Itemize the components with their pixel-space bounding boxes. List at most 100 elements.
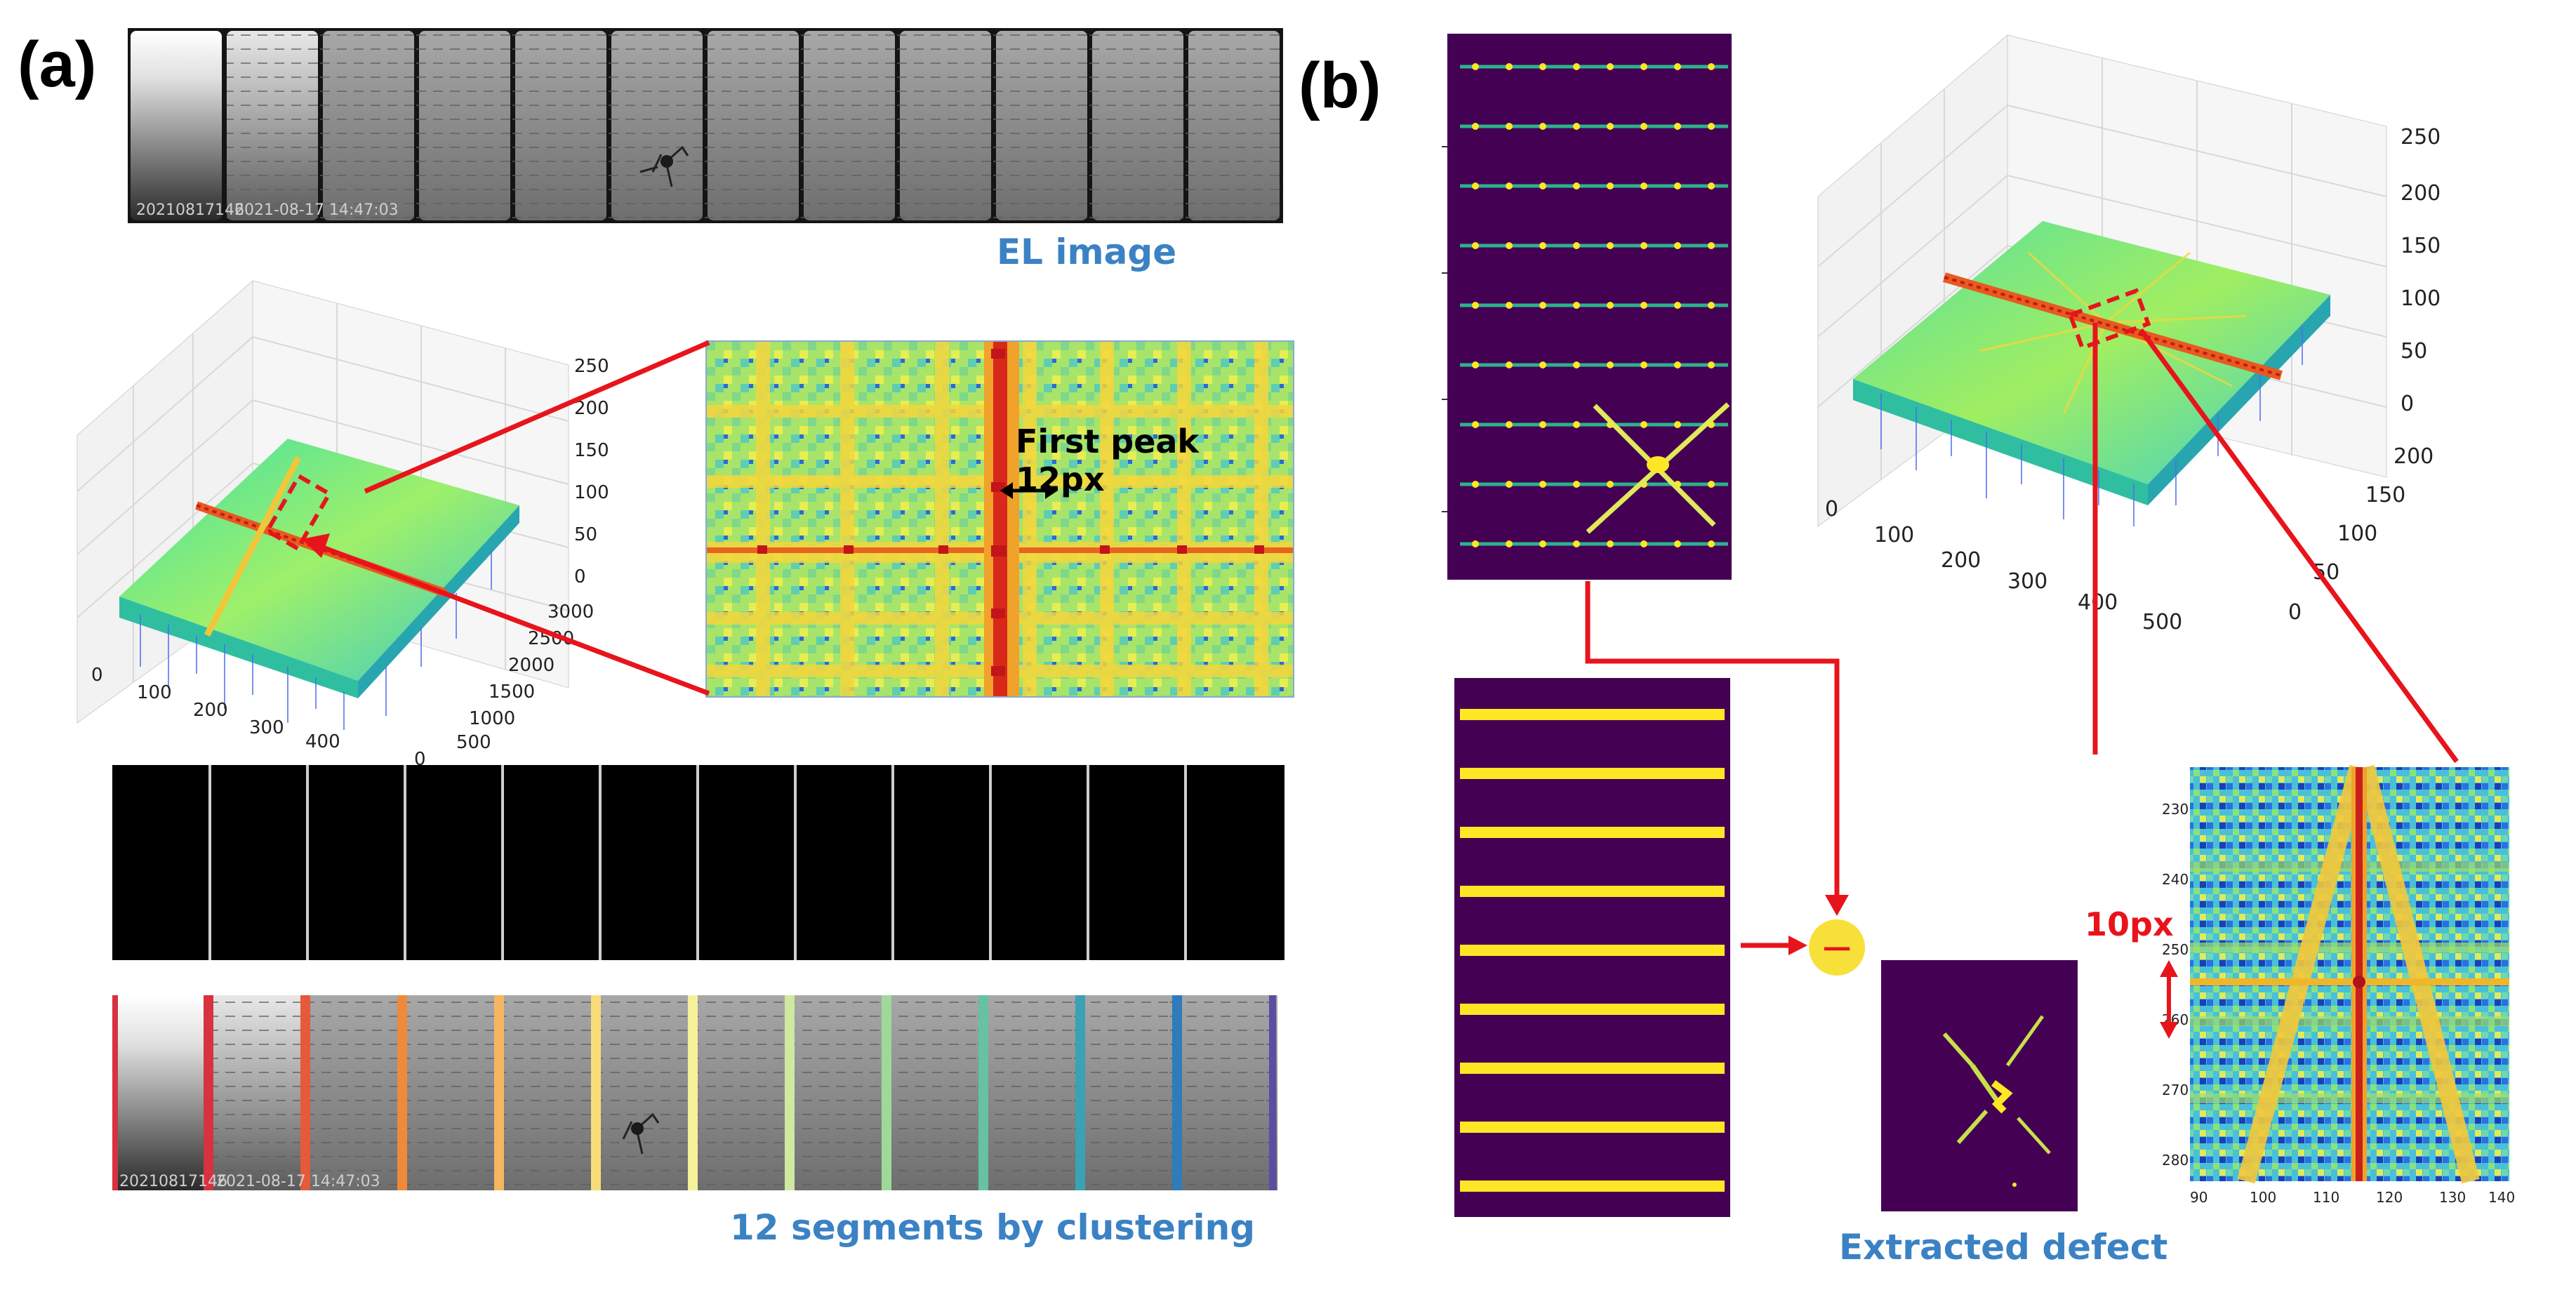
surface-b-z-tick-250: 250 (2401, 125, 2441, 149)
busbar-dot (1472, 63, 1479, 70)
busbar-dot (1472, 481, 1479, 488)
zoom-b-y-tick-230: 230 (2162, 801, 2189, 818)
surface-b-z-tick-100: 100 (2401, 286, 2441, 311)
first-peak-note: First peak 12px (1016, 423, 1200, 498)
surface-b-y-tick-0: 0 (2288, 600, 2302, 625)
segments-caption: 12 segments by clustering (730, 1207, 1256, 1248)
fft-zoom-heatmap-b: 230 240 250 260 270 280 90 100 110 120 1… (2148, 764, 2515, 1213)
surface-a-y-tick-2000: 2000 (508, 655, 555, 676)
surface-a-y-tick-1500: 1500 (489, 681, 535, 703)
segment-boundary-line (1172, 995, 1182, 1190)
busbar-dot (1640, 421, 1647, 428)
busbar-dot (1506, 421, 1513, 428)
busbar-dot (1607, 361, 1614, 368)
busbar-dot (1607, 123, 1614, 130)
busbar-dot (1573, 540, 1580, 547)
busbar-dot (1708, 361, 1715, 368)
busbar-dot (1472, 540, 1479, 547)
panel-a-label: (a) (18, 29, 97, 100)
surface-b-x-tick-300: 300 (2007, 569, 2047, 594)
segment-boundary-line (1075, 995, 1085, 1190)
segmented-el-strip: 20210817146 2021-08-17 14:47:03 (112, 995, 1277, 1190)
busbar-dot (1640, 361, 1647, 368)
busbar-dot (1640, 123, 1647, 130)
busbar-dot (1506, 123, 1513, 130)
surface-a-x-tick-100: 100 (137, 682, 172, 703)
cluster-boundary-strip (112, 765, 1284, 960)
busbar-dot (1640, 242, 1647, 249)
busbar-dot (1506, 242, 1513, 249)
surface-a-y-tick-0: 0 (414, 749, 426, 770)
fft-surface-3d-b: 250 200 150 100 50 0 0 100 200 300 400 5… (1797, 21, 2562, 634)
busbar-dot (1539, 63, 1546, 70)
busbar-dot (1640, 63, 1647, 70)
segment-boundaries (204, 995, 1276, 1190)
el-image-strip: 20210817146 2021-08-17 14:47:03 (128, 28, 1283, 223)
el-timestamp-left: 20210817146 (136, 201, 244, 219)
el-timestamp-right: 2021-08-17 14:47:03 (234, 201, 399, 219)
segment-boundary-line (300, 995, 310, 1190)
busbar-dot (1708, 63, 1715, 70)
busbar-dot (1506, 302, 1513, 309)
busbar-dot (1506, 63, 1513, 70)
busbar-dot (1607, 63, 1614, 70)
busbar-dot (1640, 540, 1647, 547)
busbar-dot (1674, 123, 1681, 130)
busbar-dot (1506, 540, 1513, 547)
panel-b-label: (b) (1299, 50, 1381, 121)
busbar-dot (1539, 361, 1546, 368)
surface-a-y-tick-500: 500 (456, 732, 491, 753)
busbar-dot (1674, 421, 1681, 428)
busbar-mask-image (1442, 34, 1732, 580)
zoom-b-x-tick-130: 130 (2439, 1189, 2466, 1206)
busbar-template-stripe (1460, 1181, 1725, 1192)
surface-a-z-tick-250: 250 (574, 356, 609, 377)
busbar-dot (1539, 540, 1546, 547)
busbar-dot (1573, 63, 1580, 70)
busbar-dot (1573, 302, 1580, 309)
busbar-dot (1539, 242, 1546, 249)
busbar-dot (1573, 481, 1580, 488)
segment-boundary-line (978, 995, 988, 1190)
surface-a-y-tick-3000: 3000 (547, 601, 594, 623)
busbar-template-stripe (1460, 886, 1725, 897)
segment-boundary-line (688, 995, 698, 1190)
busbar-dot (1607, 302, 1614, 309)
busbar-dot (1472, 182, 1479, 189)
ten-px-note: 10px (2085, 905, 2174, 943)
fft-zoom-heatmap-a: First peak 12px (705, 340, 1294, 698)
busbar-dot (1506, 182, 1513, 189)
zoom-b-x-tick-140: 140 (2488, 1189, 2515, 1206)
busbar-dot (1708, 182, 1715, 189)
el-image-caption: EL image (997, 232, 1177, 272)
busbar-dot (1573, 361, 1580, 368)
busbar-dot (1674, 540, 1681, 547)
busbar-dot (1539, 421, 1546, 428)
busbar-dot (1674, 242, 1681, 249)
segment-boundary-line (1269, 995, 1276, 1190)
busbar-dot (1607, 242, 1614, 249)
segment-boundary-line (591, 995, 601, 1190)
extracted-defect-image (1881, 960, 2078, 1211)
busbar-dot (1708, 302, 1715, 309)
surface-b-x-tick-100: 100 (1874, 523, 1914, 547)
surface-a-x-tick-200: 200 (193, 700, 228, 721)
busbar-dot (1573, 123, 1580, 130)
surface-a-x-tick-0: 0 (91, 665, 103, 686)
busbar-dot (1708, 242, 1715, 249)
busbar-dot (1539, 123, 1546, 130)
busbar-dot (1472, 242, 1479, 249)
surface-b-z-tick-200: 200 (2401, 181, 2441, 206)
zoom-b-y-tick-270: 270 (2162, 1082, 2189, 1098)
surface-b-y-tick-100: 100 (2337, 521, 2377, 546)
extracted-defect-caption: Extracted defect (1839, 1227, 2168, 1268)
busbar-dot (1674, 182, 1681, 189)
surface-b-z-tick-150: 150 (2401, 234, 2441, 258)
segment-boundary-line (494, 995, 504, 1190)
segment-boundary-line (882, 995, 891, 1190)
surface-b-x-tick-400: 400 (2078, 590, 2118, 615)
subtract-operator: − (1809, 919, 1865, 976)
busbar-dot (1573, 182, 1580, 189)
busbar-dot (1708, 540, 1715, 547)
